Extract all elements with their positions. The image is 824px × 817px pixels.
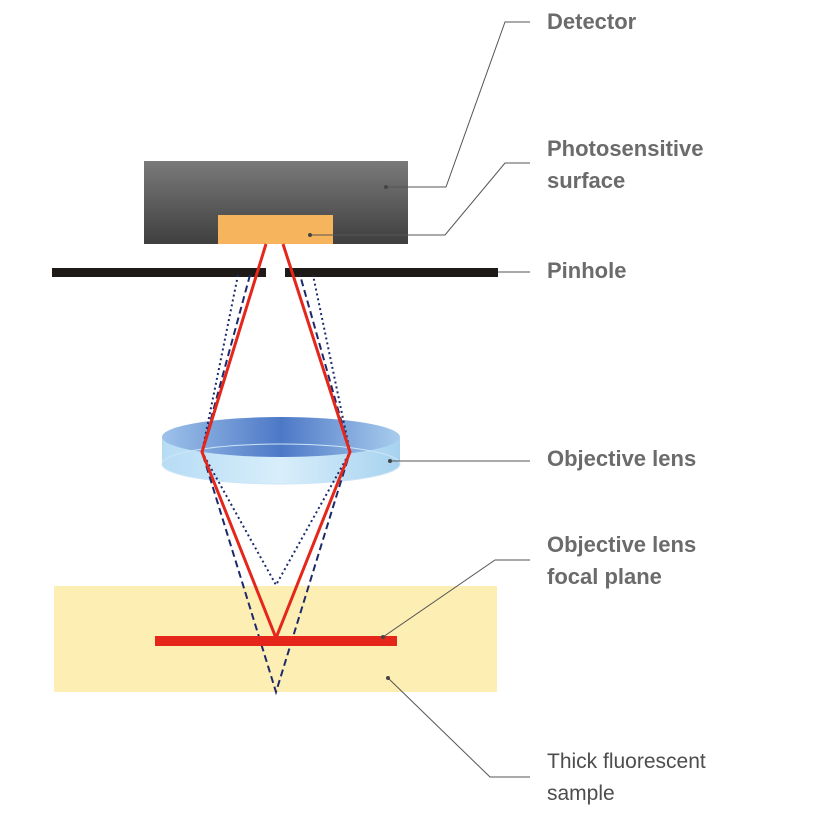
out-of-focus-rays-above [200,274,352,588]
objective-lens [161,417,401,485]
label-photosensitive-line-2: surface [547,168,626,193]
label-focal-plane-line-1: Objective lens [547,532,697,557]
label-focal-plane: Objective lens focal plane [547,529,696,593]
label-objective-lens-text: Objective lens [547,446,697,471]
label-detector: Detector [547,6,636,38]
label-pinhole-text: Pinhole [547,258,627,283]
pinhole-plate-right [285,268,498,277]
label-focal-plane-line-2: focal plane [547,564,662,589]
objective-lens-focal-plane [155,636,397,646]
label-objective-lens: Objective lens [547,443,696,475]
photosensitive-surface [218,215,333,244]
label-photosensitive-line-1: Photosensitive [547,136,704,161]
label-sample-line-2: sample [547,782,615,805]
pinhole-plate-left [52,268,266,277]
out-of-focus-rays-below [200,274,352,696]
label-pinhole: Pinhole [547,255,626,287]
label-photosensitive-surface: Photosensitive surface [547,133,703,197]
label-sample-line-1: Thick fluorescent [547,750,706,773]
leader-dots [308,185,392,680]
label-thick-fluorescent-sample: Thick fluorescent sample [547,746,706,810]
leader-lines [310,21,530,778]
label-detector-text: Detector [547,9,637,34]
